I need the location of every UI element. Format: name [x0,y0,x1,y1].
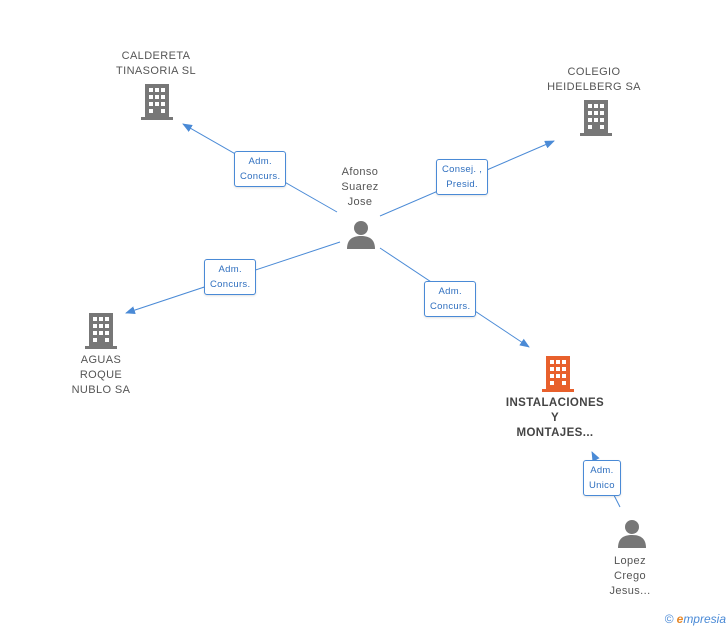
building-icon[interactable] [580,100,612,136]
edge-label-line: Adm. [218,264,242,275]
node-label-line: Crego [614,570,646,582]
edge-label-afonso-caldereta[interactable]: Adm. Concurs. [234,151,287,187]
node-label-colegio[interactable]: COLEGIO HEIDELBERG SA [540,65,648,95]
node-label-line: Jesus... [609,585,651,597]
edge-label-line: Presid. [446,179,478,190]
node-label-line: AGUAS [80,354,122,366]
edge-label-line: Concurs. [240,171,281,182]
person-icon[interactable] [346,219,376,249]
node-label-line: NUBLO SA [71,384,131,396]
node-label-line: INSTALACIONES [505,397,605,409]
edge-label-line: Adm. [590,465,614,476]
brand-initial: e [676,612,684,626]
brand-name: mpresia [683,612,726,626]
edge-label-line: Concurs. [210,279,251,290]
node-label-caldereta[interactable]: CALDERETA TINASORIA SL [104,49,208,79]
node-label-afonso[interactable]: Afonso Suarez Jose [320,165,400,210]
building-icon[interactable] [542,356,574,392]
node-label-line: CALDERETA [121,50,191,62]
node-label-line: Jose [347,196,373,208]
node-label-line: Y [550,412,560,424]
node-label-line: Lopez [614,555,646,567]
node-label-lopez[interactable]: Lopez Crego Jesus... [595,554,665,599]
person-icon[interactable] [617,518,647,548]
node-label-line: COLEGIO [567,66,621,78]
node-label-instalaciones[interactable]: INSTALACIONES Y MONTAJES... [495,396,615,441]
node-label-line: Afonso [341,166,379,178]
edge-label-line: Adm. [248,156,272,167]
edge-label-afonso-colegio[interactable]: Consej. , Presid. [436,159,489,195]
building-icon[interactable] [85,313,117,349]
node-label-line: ROQUE [79,369,123,381]
node-label-line: MONTAJES... [516,427,594,439]
node-label-line: TINASORIA SL [116,65,196,77]
edge-label-lopez-instalaciones[interactable]: Adm. Unico [583,460,621,496]
edge-label-afonso-instalaciones[interactable]: Adm. Concurs. [424,281,477,317]
node-label-aguas[interactable]: AGUAS ROQUE NUBLO SA [59,353,143,398]
edge-label-line: Concurs. [430,301,471,312]
edge-label-line: Unico [589,480,615,491]
empresia-logo[interactable]: ©empresia [665,612,726,626]
edge-label-line: Consej. , [442,164,483,175]
node-label-line: Suarez [341,181,379,193]
node-label-line: HEIDELBERG SA [547,81,641,93]
edge-label-afonso-aguas[interactable]: Adm. Concurs. [204,259,257,295]
building-icon[interactable] [141,84,173,120]
copyright-symbol: © [664,612,674,626]
edge-label-line: Adm. [438,286,462,297]
